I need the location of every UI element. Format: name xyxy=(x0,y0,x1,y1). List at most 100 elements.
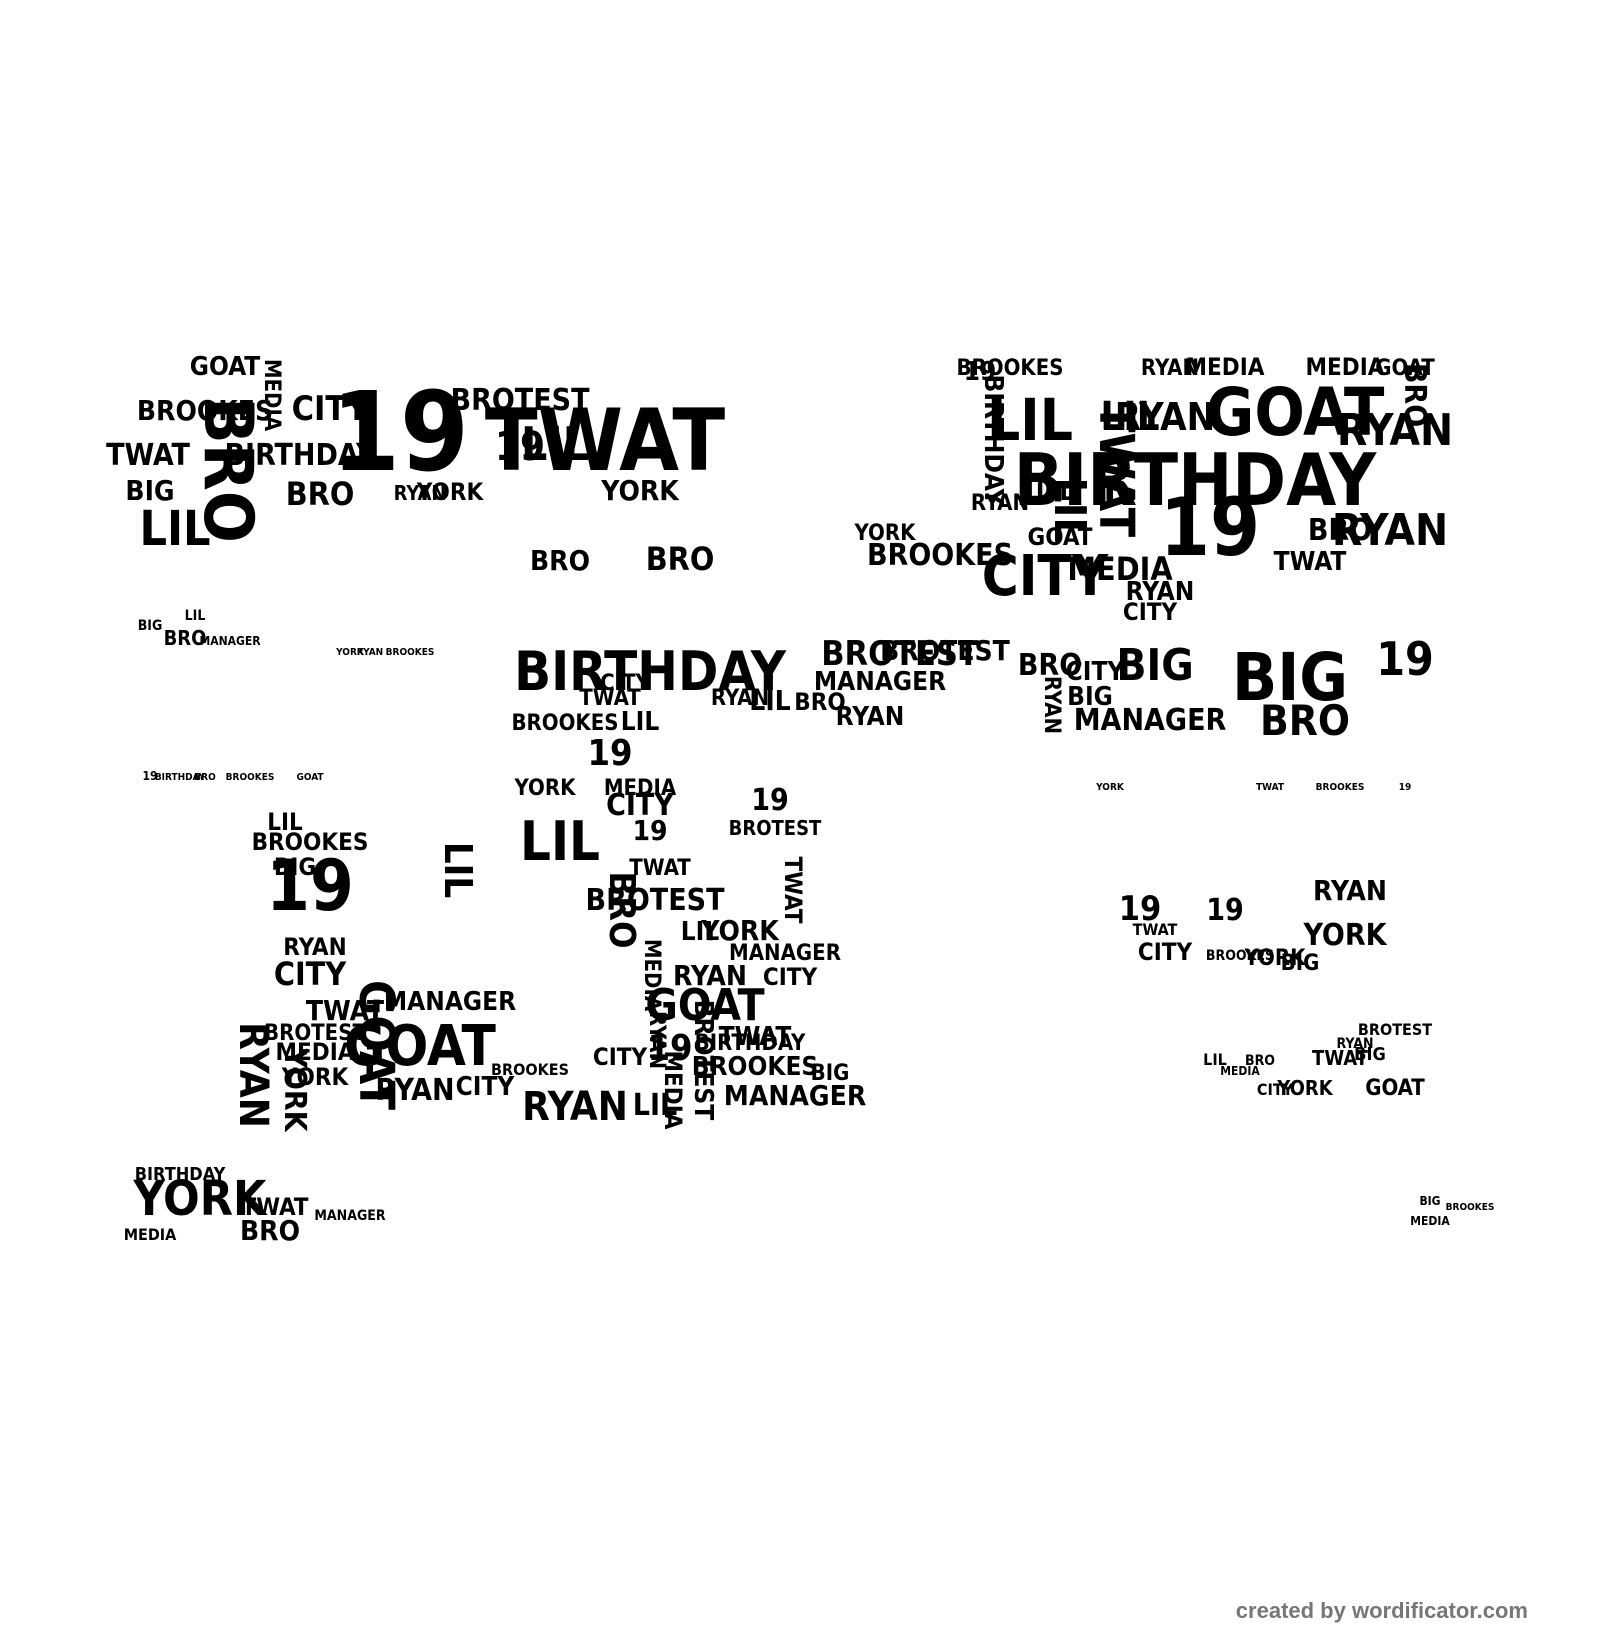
cloud-word: YORK xyxy=(514,776,577,801)
cloud-word: LIL xyxy=(1100,394,1159,440)
cloud-word: BIRTHDAY xyxy=(695,1031,806,1056)
cloud-word: BRO xyxy=(286,475,355,513)
cloud-word: BROOKES xyxy=(491,1060,569,1079)
cloud-word: LIL xyxy=(749,684,790,717)
cloud-word: RYAN xyxy=(522,1084,628,1130)
cloud-word: BROOKES xyxy=(252,828,369,856)
cloud-word: TWAT xyxy=(1133,920,1178,939)
cloud-word: RYAN xyxy=(357,647,383,658)
cloud-word: BIRTHDAY xyxy=(1014,438,1378,522)
cloud-word: 19 xyxy=(964,357,997,387)
cloud-word: LIL xyxy=(521,417,589,471)
cloud-word: BRO xyxy=(1397,363,1432,427)
cloud-word: MANAGER xyxy=(314,1208,386,1224)
cloud-word: RYAN xyxy=(1337,405,1453,456)
cloud-word: YORK xyxy=(281,1063,350,1091)
cloud-word: GOAT xyxy=(1365,1076,1425,1101)
cloud-word: LIL xyxy=(987,386,1073,454)
cloud-word: BROTEST xyxy=(451,383,591,418)
cloud-word: RYAN xyxy=(375,1073,454,1108)
cloud-word: MANAGER xyxy=(814,667,946,697)
cloud-word: BROOKES xyxy=(386,647,435,658)
cloud-word: MEDIA xyxy=(276,1038,355,1066)
cloud-word: RYAN xyxy=(394,481,447,505)
cloud-word: RYAN xyxy=(1039,676,1064,734)
cloud-word: CITY xyxy=(763,963,818,991)
cloud-word: MEDIA xyxy=(1067,550,1173,588)
cloud-word: CITY xyxy=(1138,938,1193,966)
cloud-word: MEDIA xyxy=(1306,353,1385,381)
cloud-word: MANAGER xyxy=(199,634,261,648)
cloud-word: RYAN xyxy=(230,1022,276,1128)
cloud-word: YORK xyxy=(277,1047,312,1132)
cloud-word: TWAT xyxy=(306,994,385,1027)
cloud-word: BRO xyxy=(194,772,216,783)
cloud-word: 19 xyxy=(1399,782,1412,793)
cloud-word: CITY xyxy=(982,544,1109,609)
cloud-word: MEDIA xyxy=(124,1225,177,1244)
cloud-word: CITY xyxy=(292,389,370,429)
cloud-word: MEDIA xyxy=(659,1051,687,1130)
cloud-word: CITY xyxy=(1123,598,1178,626)
cloud-word: 19 xyxy=(751,783,789,818)
cloud-word: BROOKES xyxy=(956,356,1063,381)
cloud-word: GOAT xyxy=(645,980,764,1031)
cloud-word: TWAT xyxy=(241,1193,308,1221)
cloud-word: BROTEST xyxy=(821,634,979,674)
cloud-word: BRO xyxy=(794,688,845,716)
cloud-word: BROTEST xyxy=(729,816,822,840)
cloud-word: LIL xyxy=(633,1088,677,1123)
cloud-word: BROOKES xyxy=(137,394,273,427)
cloud-word: BIG xyxy=(1116,640,1193,691)
cloud-word: MANAGER xyxy=(384,987,516,1017)
cloud-word: RYAN xyxy=(971,491,1029,516)
cloud-word: YORK xyxy=(1302,918,1387,953)
cloud-word: TWAT xyxy=(485,391,725,491)
cloud-word: MANAGER xyxy=(724,1079,866,1112)
cloud-word: BIRTHDAY xyxy=(978,375,1008,507)
cloud-word: LIL xyxy=(1036,477,1075,507)
cloud-word: LIL xyxy=(139,501,210,557)
cloud-word: YORK xyxy=(1244,946,1307,971)
cloud-word: LIL xyxy=(1044,477,1095,542)
cloud-word: RYAN xyxy=(1115,395,1215,439)
cloud-word: MANAGER xyxy=(1074,703,1227,738)
cloud-word: BROOKES xyxy=(226,772,275,783)
cloud-word: BIG xyxy=(811,1061,850,1086)
cloud-word: 19 xyxy=(1119,889,1162,929)
cloud-word: RYAN xyxy=(1313,874,1387,907)
cloud-word: RYAN xyxy=(1141,356,1199,381)
cloud-word: MEDIA xyxy=(639,939,664,1012)
cloud-word: BRO xyxy=(240,1214,300,1247)
cloud-word: 19 xyxy=(632,814,667,847)
cloud-word: TWAT xyxy=(719,1022,792,1052)
cloud-word: BROOKES xyxy=(511,711,618,736)
cloud-word: BROOKES xyxy=(1446,1202,1495,1213)
cloud-word: GOAT xyxy=(1375,356,1435,381)
cloud-word: CITY xyxy=(1066,657,1126,687)
cloud-word: CITY xyxy=(600,671,650,696)
cloud-word: LIL xyxy=(681,917,720,947)
cloud-word: LIL xyxy=(267,808,303,836)
cloud-word: TWAT xyxy=(1088,403,1144,538)
cloud-word: BRO xyxy=(1018,648,1082,683)
cloud-word: BIG xyxy=(125,474,174,507)
cloud-word: GOAT xyxy=(1027,523,1092,551)
cloud-word: LIL xyxy=(520,810,600,873)
cloud-word: CITY xyxy=(456,1072,516,1102)
cloud-word: BROTEST xyxy=(586,883,726,918)
cloud-word: MANAGER xyxy=(729,941,841,966)
cloud-word: MEDIA xyxy=(1220,1064,1260,1078)
cloud-word: RYAN xyxy=(673,959,747,992)
cloud-word: 19 xyxy=(587,733,632,774)
cloud-word: CITY xyxy=(274,955,347,993)
cloud-word: LIL xyxy=(621,707,660,737)
cloud-word: LIL xyxy=(436,842,480,898)
cloud-word: RYAN xyxy=(1332,505,1448,556)
cloud-word: MEDIA xyxy=(604,776,677,801)
cloud-word: CITY xyxy=(1257,1080,1294,1099)
cloud-word: LIL xyxy=(185,608,206,624)
cloud-word: RYAN xyxy=(283,933,346,961)
cloud-word: MEDIA xyxy=(1186,353,1265,381)
